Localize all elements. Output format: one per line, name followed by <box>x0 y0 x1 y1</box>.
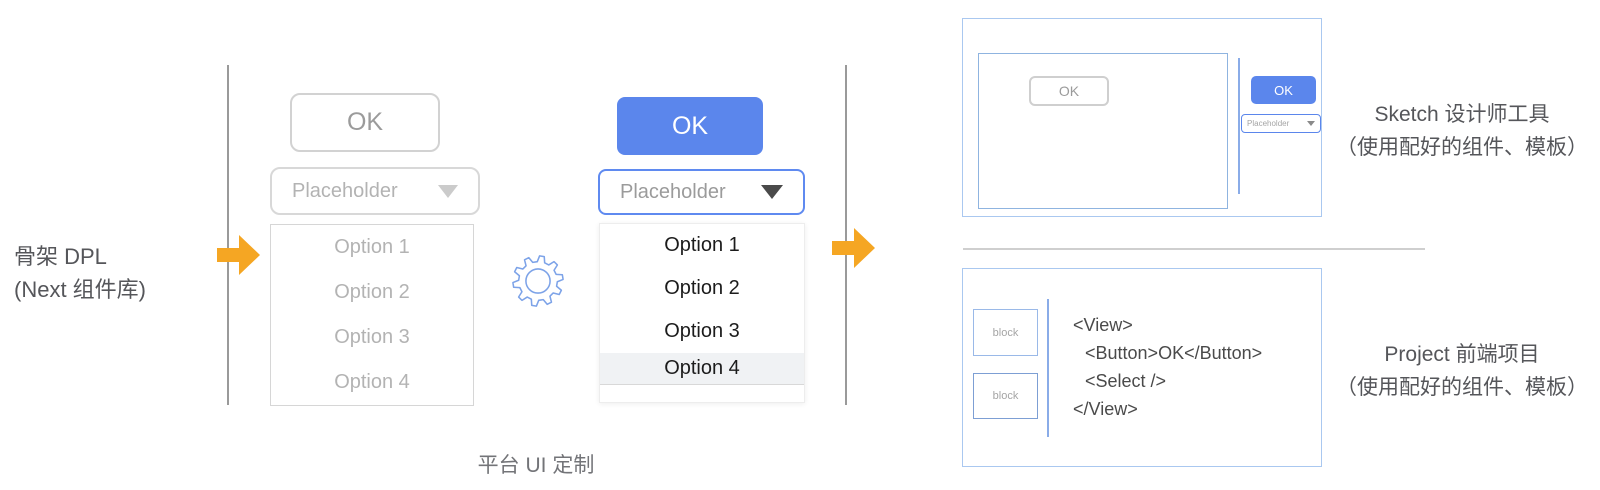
block-box-1: block <box>973 309 1038 356</box>
project-caption: Project 前端项目 （使用配好的组件、模板） <box>1324 338 1600 404</box>
sketch-caption: Sketch 设计师工具 （使用配好的组件、模板） <box>1324 98 1600 164</box>
sketch-caption-line2: （使用配好的组件、模板） <box>1336 136 1588 159</box>
sketch-caption-line1: Sketch 设计师工具 <box>1374 103 1550 126</box>
arrow-right-icon <box>832 228 875 268</box>
sketch-canvas <box>978 53 1228 209</box>
code-line-select: <Select /> <box>1085 371 1167 391</box>
sketch-palette-select[interactable]: Placeholder <box>1241 114 1321 133</box>
right-panels-separator <box>963 248 1425 250</box>
project-caption-line1: Project 前端项目 <box>1384 343 1540 366</box>
wireframe-ok-button[interactable]: OK <box>290 93 440 152</box>
code-line-view-close: </View> <box>1073 399 1138 419</box>
styled-option-2[interactable]: Option 2 <box>664 277 740 299</box>
sketch-palette-select-placeholder: Placeholder <box>1247 119 1290 128</box>
code-snippet: <View> <Button>OK</Button> <Select /> </… <box>1073 311 1262 423</box>
project-caption-line2: （使用配好的组件、模板） <box>1336 376 1588 399</box>
sketch-canvas-ok-button[interactable]: OK <box>1029 76 1109 106</box>
left-stage-title: 骨架 DPL <box>14 244 107 269</box>
project-code-divider <box>1047 299 1049 437</box>
styled-select[interactable]: Placeholder <box>598 169 805 215</box>
wireframe-option-1[interactable]: Option 1 <box>334 236 410 258</box>
styled-options-list: Option 1 Option 2 Option 3 Option 4 <box>599 223 805 403</box>
sketch-palette-divider <box>1238 58 1240 194</box>
code-line-button: <Button>OK</Button> <box>1085 343 1263 363</box>
chevron-down-icon <box>438 184 458 198</box>
styled-option-3[interactable]: Option 3 <box>664 320 740 342</box>
wireframe-select-placeholder: Placeholder <box>292 179 398 202</box>
sketch-palette-ok-button[interactable]: OK <box>1251 76 1316 104</box>
chevron-down-icon <box>761 185 783 199</box>
code-line-view-open: <View> <box>1073 315 1133 335</box>
wireframe-option-2[interactable]: Option 2 <box>334 281 410 303</box>
gear-icon <box>512 255 564 307</box>
wireframe-option-4[interactable]: Option 4 <box>334 371 410 393</box>
styled-select-placeholder: Placeholder <box>620 180 726 203</box>
left-stage-subtitle: (Next 组件库) <box>14 277 147 302</box>
styled-option-1[interactable]: Option 1 <box>664 234 740 256</box>
styled-option-4-highlighted[interactable]: Option 4 <box>600 353 804 385</box>
left-stage-label: 骨架 DPL (Next 组件库) <box>14 240 214 306</box>
chevron-down-icon <box>1307 121 1315 126</box>
styled-ok-button[interactable]: OK <box>617 97 763 155</box>
wireframe-option-3[interactable]: Option 3 <box>334 326 410 348</box>
project-panel: block block <View> <Button>OK</Button> <… <box>962 268 1322 467</box>
block-box-2: block <box>973 373 1038 419</box>
stage-divider-right <box>845 65 847 405</box>
arrow-right-icon <box>217 235 260 275</box>
wireframe-select[interactable]: Placeholder <box>270 167 480 215</box>
wireframe-options-list: Option 1 Option 2 Option 3 Option 4 <box>270 224 474 406</box>
sketch-tool-panel: OK OK Placeholder <box>962 18 1322 217</box>
center-caption: 平台 UI 定制 <box>477 454 595 477</box>
stage-divider-left <box>227 65 229 405</box>
